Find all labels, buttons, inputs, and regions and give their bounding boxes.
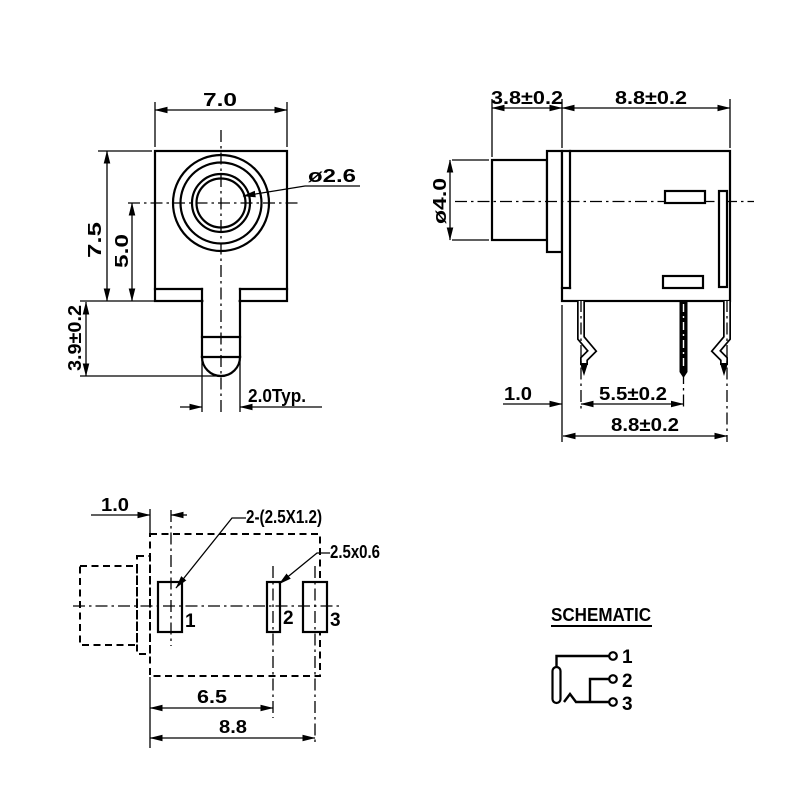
pin2-solid (679, 301, 688, 372)
schematic-title: SCHEMATIC (551, 605, 651, 625)
terminal3-circle (608, 697, 618, 707)
label-large-pads: 2-(2.5X1.2) (246, 507, 322, 527)
pad1-number: 1 (185, 611, 196, 632)
dim-text-barrel-length: 3.8±0.2 (491, 88, 563, 108)
dim-text-pin-protrusion: 3.9±0.2 (65, 305, 85, 371)
terminal3-wire-switch-contact (563, 692, 609, 704)
side-body-outline (560, 149, 732, 303)
dim-text-pin-width: 2.0Typ. (248, 386, 306, 406)
hidden-flange-outline (136, 555, 151, 655)
terminal3-number: 3 (622, 694, 633, 715)
leader-large-pads (175, 517, 246, 589)
side-barrel-outline (490, 158, 549, 242)
schematic: SCHEMATIC 1 2 3 (551, 605, 652, 715)
dim-text-pin1-offset: 1.0 (504, 384, 532, 404)
pin1-tip (580, 363, 588, 376)
dim-text-center-height: 5.0 (112, 234, 132, 268)
terminal1-wire (555, 654, 609, 667)
terminal1-number: 1 (622, 647, 633, 668)
pad2-number: 2 (283, 608, 294, 629)
dim-text-width: 7.0 (203, 90, 237, 110)
dim-text-pad3-distance: 8.8 (219, 717, 247, 737)
side-slot-right (717, 189, 729, 289)
side-slot-bottom (661, 274, 705, 290)
dim-text-body-length: 8.8±0.2 (615, 88, 687, 108)
terminal2-wire (588, 677, 609, 702)
pin3-tip (720, 363, 728, 376)
plug-sleeve-symbol (551, 665, 562, 705)
leader-hole-diameter (242, 185, 360, 198)
side-slot-top (663, 189, 707, 205)
pad3-number: 3 (330, 610, 341, 631)
terminal1-circle (608, 651, 618, 661)
dim-text-height: 7.5 (85, 222, 105, 258)
terminal2-number: 2 (622, 671, 633, 692)
dim-text-pin-pitch: 5.5±0.2 (599, 384, 667, 404)
bottom-view: 1 2 3 1.0 2-(2.5X1.2) 2.5x0.6 6.5 8.8 (73, 495, 380, 748)
pin-dome (200, 355, 242, 378)
dim-text-barrel-diameter: ø4.0 (430, 178, 450, 224)
label-small-pad: 2.5x0.6 (330, 542, 380, 562)
dim-text-pad2-distance: 6.5 (197, 687, 227, 707)
terminal2-circle (608, 674, 618, 684)
pad1-rect (156, 580, 184, 634)
leader-small-pad (278, 552, 330, 585)
dim-text-pad1-offset: 1.0 (101, 495, 129, 515)
side-view: 3.8±0.2 8.8±0.2 ø4.0 1.0 5.5±0.2 8.8±0.2 (430, 88, 754, 442)
front-view: 7.0 7.5 5.0 3.9±0.2 ø2.6 2.0Typ. (65, 90, 360, 412)
dim-text-pin-span: 8.8±0.2 (611, 415, 679, 435)
dim-text-hole-diameter: ø2.6 (308, 166, 356, 186)
